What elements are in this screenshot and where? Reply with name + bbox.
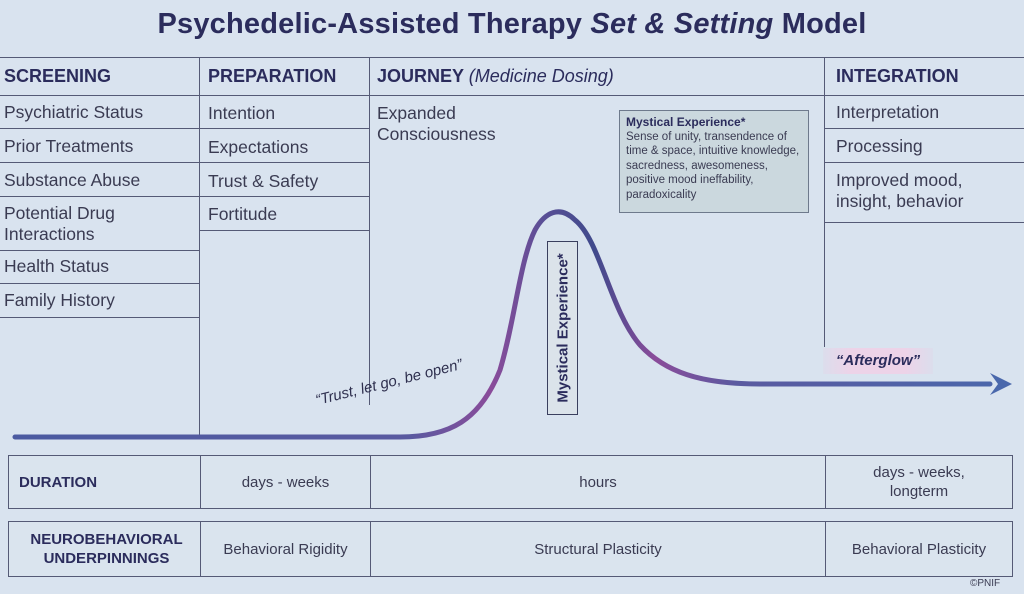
preparation-row-rule <box>199 230 369 231</box>
neuro-separator <box>370 522 371 576</box>
screening-item: Health Status <box>4 256 110 276</box>
screening-row-rule <box>0 128 199 129</box>
page-title: Psychedelic-Assisted Therapy Set & Setti… <box>0 8 1024 48</box>
screening-row-rule <box>0 162 199 163</box>
screening-item: Substance Abuse <box>4 170 141 190</box>
column-divider-3 <box>824 57 825 347</box>
column-divider-2 <box>369 57 370 405</box>
duration-separator <box>825 456 826 508</box>
neuro-journey: Structural Plasticity <box>534 540 662 558</box>
neuro-preparation-cell: Behavioral Rigidity <box>201 522 370 576</box>
copyright-icon: © <box>970 578 978 589</box>
title-main: Psychedelic-Assisted Therapy <box>157 8 583 40</box>
integration-row-rule <box>824 222 1024 223</box>
screening-row-rule <box>0 283 199 284</box>
screening-item: Psychiatric Status <box>4 102 144 122</box>
duration-integration-cell: days - weeks, longterm <box>826 456 1012 508</box>
curve-path <box>12 209 993 440</box>
duration-label-cell: DURATION <box>9 456 200 508</box>
neurobehavioral-row: NEUROBEHAVIORAL UNDERPINNINGS Behavioral… <box>8 521 1013 577</box>
title-emphasis: Set & Setting <box>590 8 774 40</box>
duration-preparation: days - weeks <box>241 473 330 491</box>
afterglow-label: “Afterglow” <box>823 348 933 374</box>
journey-subheader: (Medicine Dosing) <box>468 66 614 86</box>
integration-item: Interpretation <box>836 102 940 122</box>
preparation-item: Intention <box>208 103 276 123</box>
screening-row-rule <box>0 317 199 318</box>
screening-item: Family History <box>4 290 115 310</box>
column-divider-1 <box>199 57 200 435</box>
preparation-row-rule <box>199 196 369 197</box>
screening-row-rule <box>0 250 199 251</box>
journey-header-label: JOURNEY <box>377 66 464 86</box>
neuro-separator <box>200 522 201 576</box>
preparation-item: Trust & Safety <box>208 171 319 191</box>
duration-integration: days - weeks, longterm <box>873 464 965 500</box>
arrowhead-icon <box>990 373 1012 395</box>
duration-label: DURATION <box>19 473 98 491</box>
mystical-box-text: Sense of unity, transendence of time & s… <box>626 130 800 201</box>
screening-row-rule <box>0 196 199 197</box>
neuro-journey-cell: Structural Plasticity <box>371 522 825 576</box>
screening-header: SCREENING <box>4 66 112 86</box>
peak-label: Mystical Experience* <box>554 253 571 403</box>
neuro-separator <box>825 522 826 576</box>
duration-preparation-cell: days - weeks <box>201 456 370 508</box>
integration-row-rule <box>824 162 1024 163</box>
neuro-integration-cell: Behavioral Plasticity <box>826 522 1012 576</box>
neuro-label: NEUROBEHAVIORAL UNDERPINNINGS <box>30 531 183 567</box>
neuro-label-cell: NEUROBEHAVIORAL UNDERPINNINGS <box>9 522 200 576</box>
preparation-item: Fortitude <box>208 204 278 224</box>
mystical-box-title: Mystical Experience* <box>626 115 746 129</box>
header-bottom-rule <box>0 95 1024 96</box>
screening-item: Potential Drug Interactions <box>4 203 115 244</box>
integration-item: Processing <box>836 136 923 156</box>
integration-item: Improved mood, insight, behavior <box>836 170 964 211</box>
integration-header: INTEGRATION <box>836 66 959 86</box>
duration-separator <box>370 456 371 508</box>
duration-row: DURATION days - weeks hours days - weeks… <box>8 455 1013 509</box>
header-top-rule <box>0 57 1024 58</box>
duration-separator <box>200 456 201 508</box>
preparation-row-rule <box>199 128 369 129</box>
journey-header: JOURNEY (Medicine Dosing) <box>377 66 614 87</box>
copyright-text: PNIF <box>977 578 1001 589</box>
title-end: Model <box>781 8 867 40</box>
preparation-item: Expectations <box>208 137 309 157</box>
peak-label-box: Mystical Experience* <box>547 241 578 415</box>
copyright: ©PNIF <box>970 578 1000 589</box>
duration-journey: hours <box>579 473 617 491</box>
integration-row-rule <box>824 128 1024 129</box>
screening-item: Prior Treatments <box>4 136 134 156</box>
journey-text: Expanded Consciousness <box>377 103 496 144</box>
neuro-integration: Behavioral Plasticity <box>851 540 987 558</box>
preparation-header: PREPARATION <box>208 66 337 86</box>
mystical-experience-box: Mystical Experience* Sense of unity, tra… <box>619 110 809 213</box>
neuro-preparation: Behavioral Rigidity <box>223 540 348 558</box>
preparation-row-rule <box>199 162 369 163</box>
duration-journey-cell: hours <box>371 456 825 508</box>
